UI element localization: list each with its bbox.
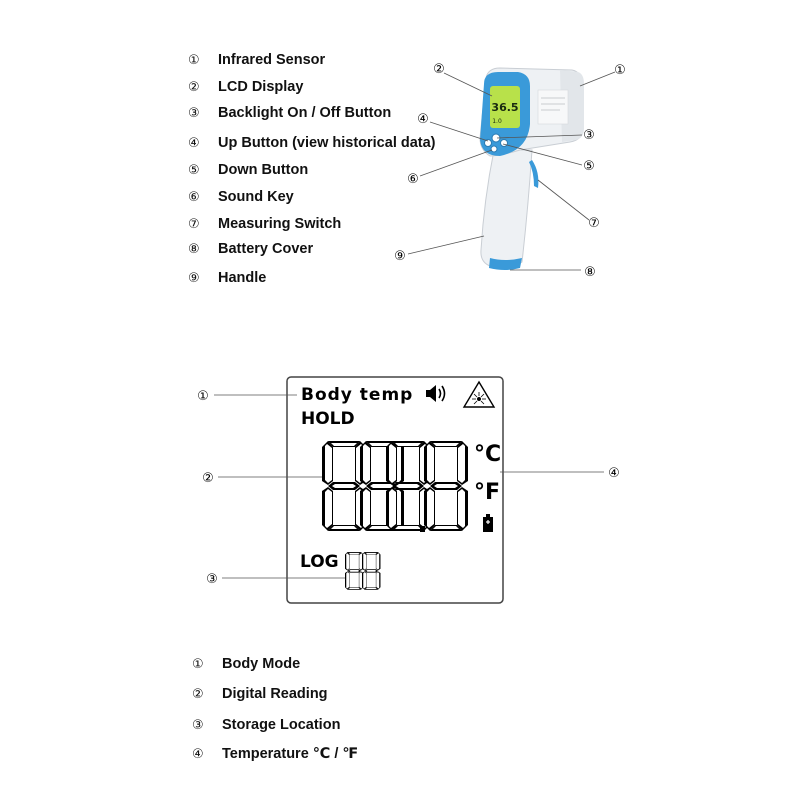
callout-number: ① — [614, 63, 626, 78]
callout-number: ⑧ — [584, 265, 596, 280]
legend-label: Temperature ℃ / ℉ — [222, 746, 359, 762]
callout-number: ⑨ — [394, 249, 406, 264]
body-temp-mode-text: Body temp — [301, 385, 413, 405]
measuring-switch — [529, 160, 539, 188]
parts-legend-item: ⑨ Handle — [188, 270, 266, 286]
legend-label: Sound Key — [218, 189, 294, 205]
legend-number: ② — [188, 80, 200, 95]
legend-label: Measuring Switch — [218, 216, 342, 232]
laser-warning-icon — [462, 380, 496, 408]
legend-number: ④ — [188, 136, 200, 151]
legend-number: ① — [188, 53, 200, 68]
parts-legend-item: ② LCD Display — [188, 79, 303, 95]
legend-number: ① — [192, 657, 204, 672]
legend-label: Down Button — [218, 162, 309, 178]
legend-label: Digital Reading — [222, 686, 328, 702]
legend-label: Battery Cover — [218, 241, 314, 257]
legend-label: Storage Location — [222, 717, 341, 733]
barrel-label — [537, 89, 569, 125]
thermometer-handle — [480, 149, 533, 268]
parts-legend-item: ③ Backlight On / Off Button — [188, 105, 391, 121]
lcd-callout-number: ③ — [206, 572, 218, 587]
parts-legend-item: ① Infrared Sensor — [188, 52, 325, 68]
legend-label: Body Mode — [222, 656, 301, 672]
legend-number: ⑥ — [188, 190, 200, 205]
parts-legend-item: ⑧ Battery Cover — [188, 241, 313, 257]
legend-number: ⑨ — [188, 271, 200, 286]
legend-number: ② — [192, 687, 204, 702]
parts-legend-item: ④ Up Button (view historical data) — [188, 135, 436, 151]
parts-legend-item: ⑥ Sound Key — [188, 189, 294, 205]
legend-label: LCD Display — [218, 79, 304, 95]
hold-text: HOLD — [301, 409, 355, 429]
callout-number: ② — [433, 62, 445, 77]
legend-label: Infrared Sensor — [218, 52, 326, 68]
callout-number: ⑦ — [588, 216, 600, 231]
main-digital-reading — [322, 441, 468, 532]
sound-icon — [426, 385, 446, 402]
legend-number: ③ — [188, 106, 200, 121]
device-lcd-screen — [490, 86, 520, 128]
legend-number: ⑤ — [188, 163, 200, 178]
lcd-callout-number: ④ — [608, 466, 620, 481]
legend-number: ③ — [192, 718, 204, 733]
lcd-legend-item: ③ Storage Location — [192, 717, 340, 733]
lcd-leader-lines — [214, 394, 604, 579]
legend-label: Handle — [218, 270, 267, 286]
battery-cover — [489, 258, 522, 270]
callout-number: ⑥ — [407, 172, 419, 187]
leader-lines — [407, 71, 616, 271]
celsius-unit: °C — [474, 442, 501, 467]
legend-number: ⑧ — [188, 242, 200, 257]
lcd-legend-item: ④ Temperature ℃ / ℉ — [192, 746, 358, 762]
legend-number: ④ — [192, 747, 204, 762]
legend-number: ⑦ — [188, 217, 200, 232]
up-button — [484, 139, 492, 147]
lcd-legend-item: ② Digital Reading — [192, 686, 328, 702]
battery-icon — [483, 514, 493, 532]
parts-legend-item: ⑦ Measuring Switch — [188, 216, 341, 232]
callout-number: ③ — [583, 128, 595, 143]
legend-label: Up Button (view historical data) — [218, 135, 436, 151]
callout-number: ④ — [417, 112, 429, 127]
thermometer-illustration: 36.5 1.0 ② ① ④ ③ ⑤ ⑥ ⑦ ⑨ ⑧ — [394, 62, 626, 280]
log-label: LOG — [300, 552, 339, 572]
lcd-legend-item: ① Body Mode — [192, 656, 300, 672]
sound-key-button — [490, 145, 498, 153]
parts-legend-item: ⑤ Down Button — [188, 162, 308, 178]
device-screen-reading: 36.5 — [491, 101, 518, 114]
callout-number: ⑤ — [583, 159, 595, 174]
lcd-callout-number: ① — [197, 389, 209, 404]
lcd-callout-number: ② — [202, 471, 214, 486]
down-button — [500, 139, 508, 147]
fahrenheit-unit: °F — [474, 480, 500, 505]
device-screen-small: 1.0 — [492, 118, 502, 125]
decimal-point — [420, 526, 425, 532]
lcd-diagram: Body temp HOLD °C °F — [197, 376, 620, 604]
legend-label: Backlight On / Off Button — [218, 105, 392, 121]
